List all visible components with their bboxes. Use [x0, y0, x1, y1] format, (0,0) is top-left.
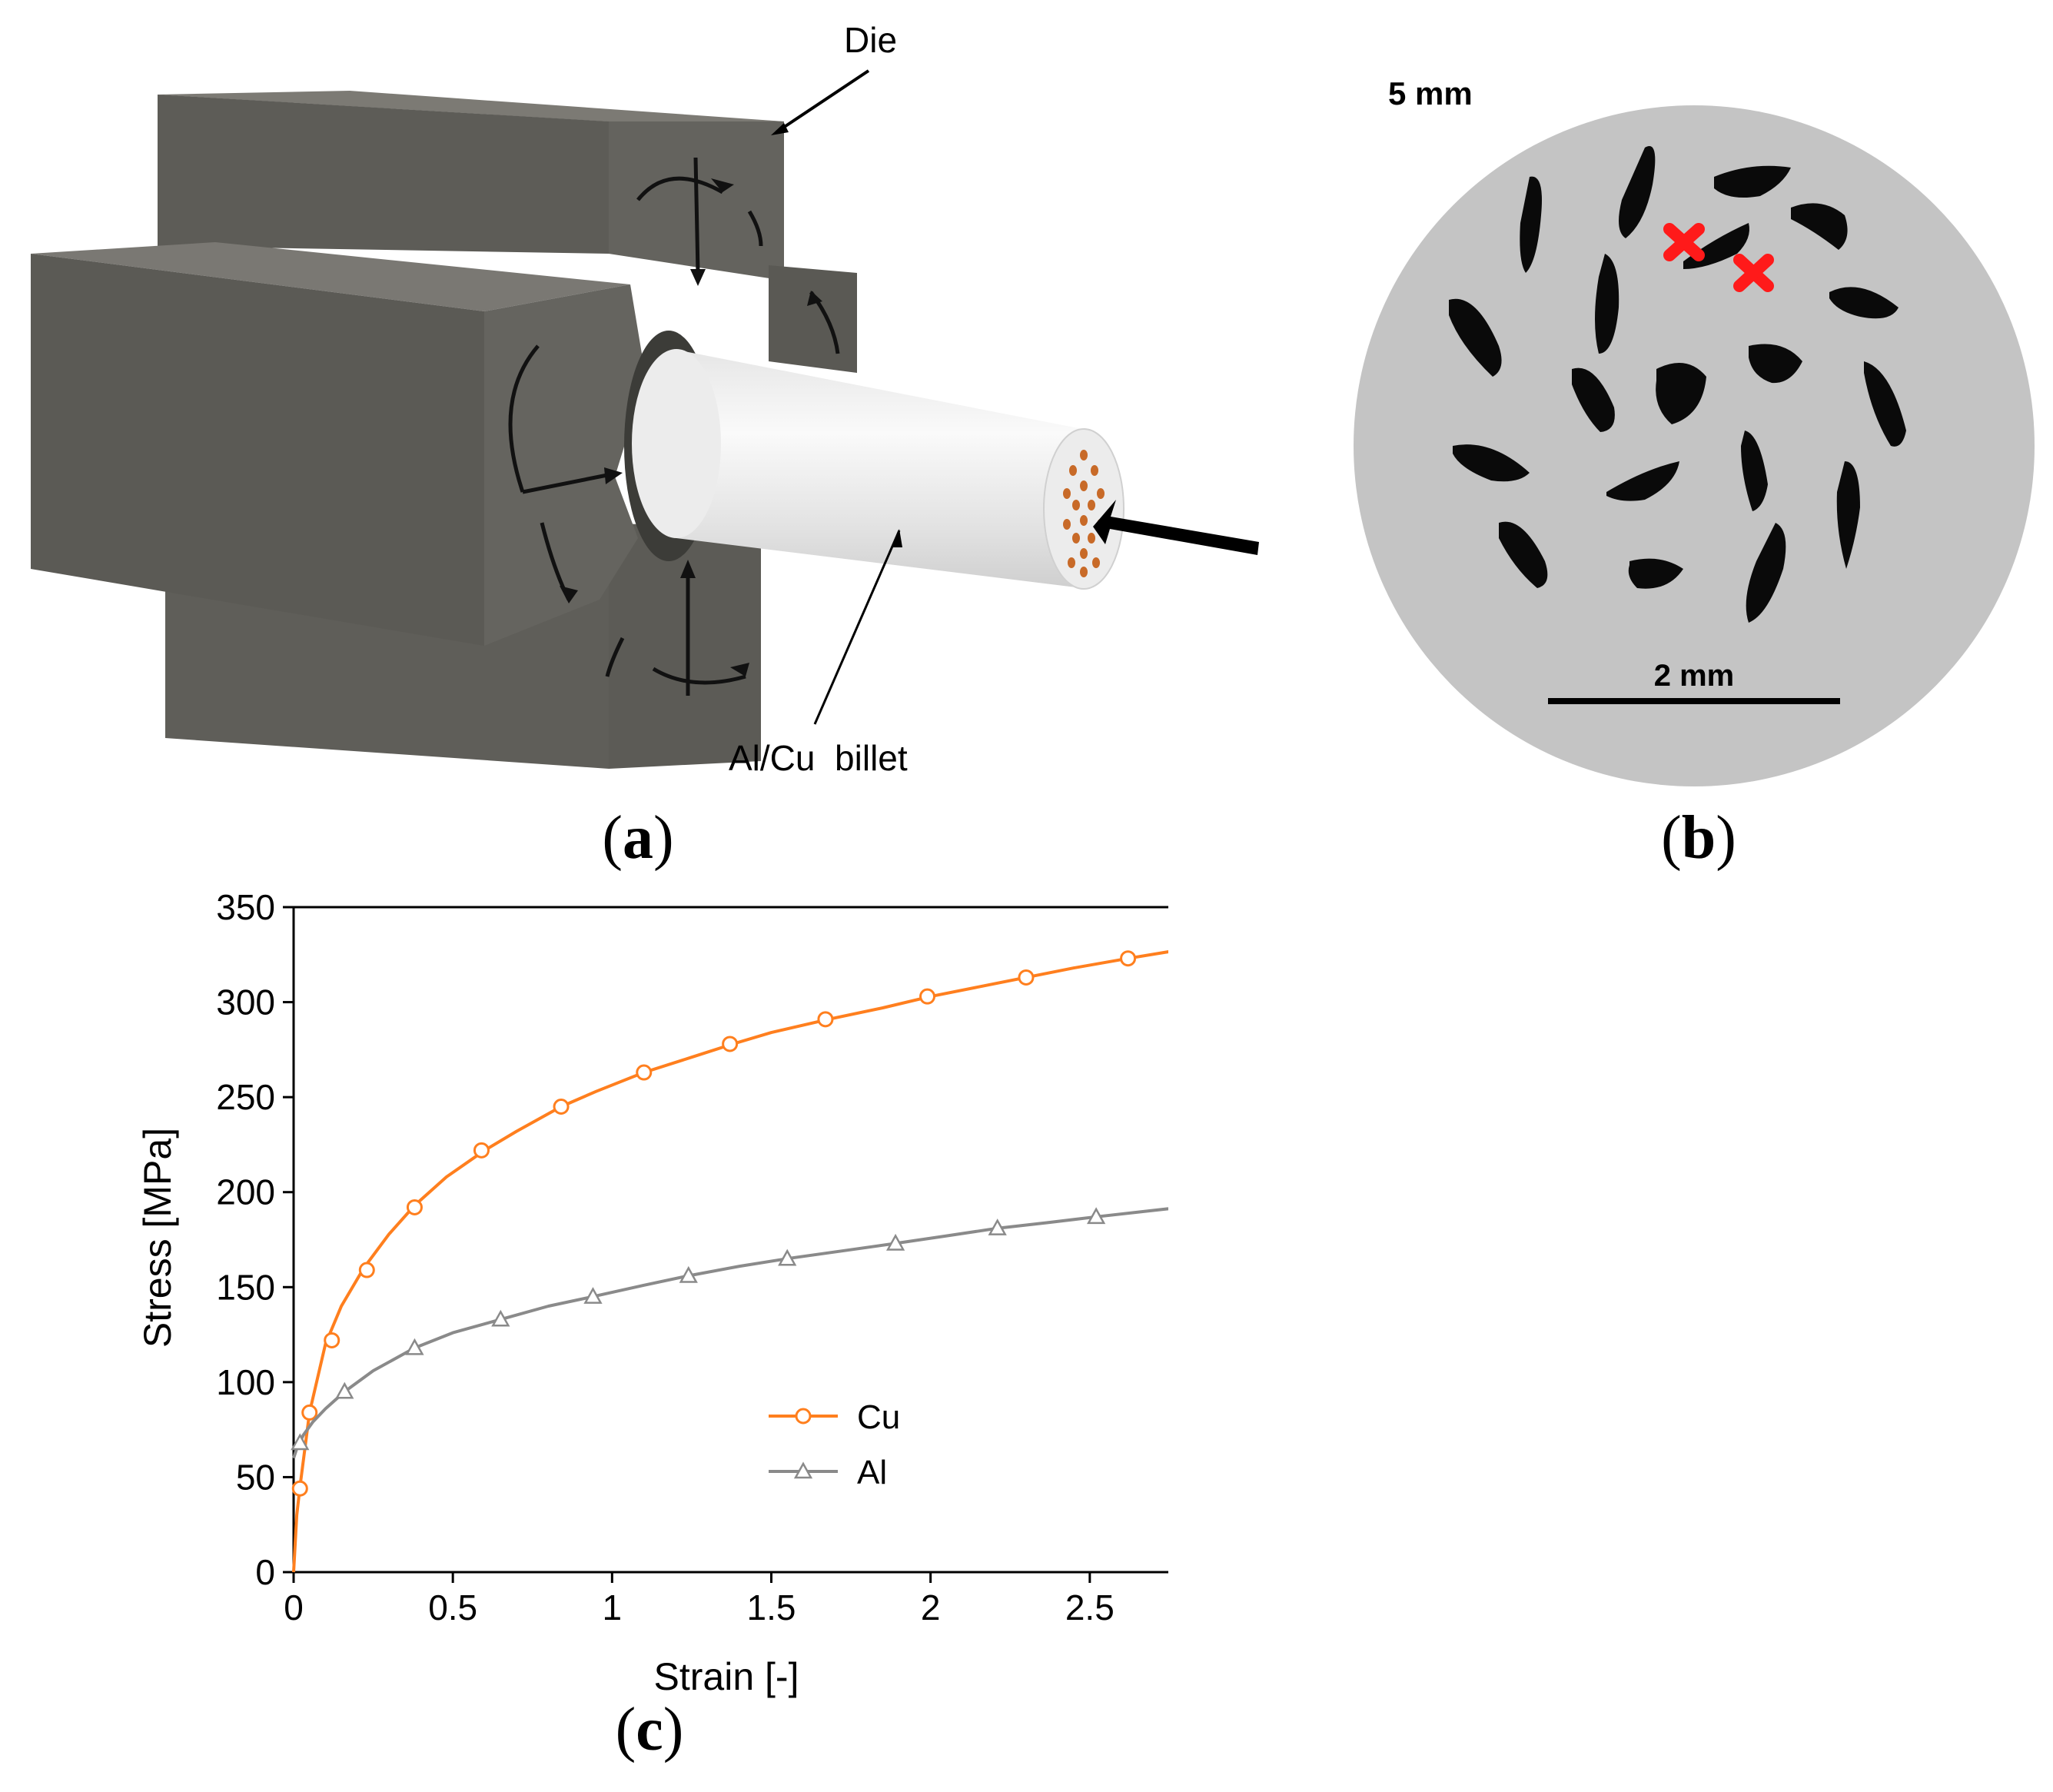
copper-rod-dot	[1080, 548, 1088, 559]
billet-leader-arrowhead	[892, 529, 902, 547]
cu-data-point	[358, 1262, 375, 1278]
caption-b: (b)	[1661, 804, 1736, 872]
micrograph-cross-section: 5 mm 2 mm	[1354, 75, 2035, 786]
cu-data-point	[301, 1404, 318, 1421]
y-tick-label: 50	[236, 1457, 275, 1497]
top-scale-label: 5 mm	[1388, 75, 1473, 111]
billet-label: Al/Cu billet	[729, 738, 908, 778]
caption-a: (a)	[602, 804, 674, 872]
cu-data-point	[1018, 969, 1035, 986]
copper-rod-dot	[1063, 519, 1071, 530]
die-label: Die	[844, 20, 897, 60]
copper-rod-dot	[1069, 465, 1077, 476]
al-data-point	[583, 1287, 603, 1304]
cu-data-point	[473, 1142, 490, 1159]
copper-rod-dot	[1088, 533, 1095, 544]
x-axis-ticks: 00.511.522.53	[284, 1572, 1115, 1627]
al-data-point	[679, 1265, 698, 1283]
x-tick-label: 1.5	[747, 1588, 796, 1627]
cu-data-point	[722, 1036, 739, 1052]
cu-legend-label: Cu	[857, 1398, 900, 1436]
left-die-end-face	[484, 284, 646, 646]
plot-frame	[292, 906, 1168, 1574]
lower-die-end-face	[609, 523, 761, 769]
cu-data-point	[406, 1199, 423, 1215]
x-tick-label: 2	[921, 1588, 941, 1627]
red-x-markers	[1663, 223, 1774, 292]
al-data-point	[988, 1218, 1007, 1235]
billet-label-leader	[813, 530, 901, 725]
copper-rod-dot	[1088, 500, 1095, 510]
x-tick-label: 1	[603, 1588, 623, 1627]
al-legend-label: Al	[857, 1454, 887, 1491]
al-data-point	[335, 1381, 354, 1399]
cu-data-point	[324, 1332, 341, 1348]
pressing-arrow	[1093, 500, 1259, 555]
al-data-point	[291, 1433, 310, 1451]
y-tick-label: 300	[216, 982, 275, 1022]
y-axis-label: Stress [MPa]	[136, 1128, 179, 1348]
cu-data-point	[291, 1480, 308, 1497]
al-data-point	[491, 1309, 510, 1327]
billet-body	[676, 350, 1082, 588]
die-arrowheads	[560, 178, 822, 677]
cu-legend-marker	[795, 1408, 812, 1425]
al-data-point	[885, 1233, 905, 1251]
copper-rod-dot	[1063, 488, 1071, 499]
copper-rod-dot	[1068, 557, 1075, 568]
copper-rod-dot	[1072, 533, 1080, 544]
copper-rod-dot	[1080, 515, 1088, 526]
al-data-point	[778, 1248, 797, 1266]
x-tick-label: 0	[284, 1588, 304, 1627]
al-data-point	[405, 1338, 424, 1355]
y-tick-label: 250	[216, 1077, 275, 1117]
copper-rod-dot	[1097, 488, 1105, 499]
y-tick-label: 100	[216, 1362, 275, 1402]
cu-data-point	[919, 988, 936, 1005]
y-axis-ticks: 0 50 100 150 200 250 300 350	[216, 887, 294, 1592]
copper-rod-dot	[1080, 567, 1088, 577]
chart-series	[291, 950, 1168, 1573]
right-die-block	[769, 265, 857, 373]
x-axis-label: Strain [-]	[654, 1655, 799, 1698]
scale-bar-label: 2 mm	[1654, 659, 1735, 693]
die-label-leader	[775, 69, 870, 134]
copper-rod-dot	[1080, 450, 1088, 460]
copper-rod-dot	[1091, 465, 1098, 476]
y-tick-label: 150	[216, 1267, 275, 1307]
cu-data-point	[817, 1011, 834, 1028]
caption-c: (c)	[615, 1696, 684, 1764]
cu-series-line	[292, 950, 1168, 1573]
y-tick-label: 200	[216, 1172, 275, 1212]
die-straight-arrowheads	[604, 269, 706, 578]
cu-data-point	[636, 1064, 653, 1081]
y-tick-label: 350	[216, 887, 275, 927]
x-tick-label: 0.5	[428, 1588, 477, 1627]
al-series-line	[292, 1207, 1168, 1459]
copper-rod-dot	[1080, 480, 1088, 491]
cu-data-point	[1120, 950, 1137, 967]
ecap-die-illustration: Die Al/Cu billet	[31, 20, 1259, 778]
x-tick-label: 2.5	[1065, 1588, 1115, 1627]
cu-data-point	[553, 1099, 570, 1115]
die-straight-arrows	[522, 157, 700, 696]
al-data-point	[1086, 1207, 1106, 1225]
copper-rod-dot	[1092, 557, 1100, 568]
left-die-front-face	[31, 254, 484, 646]
al-legend-marker	[793, 1461, 813, 1479]
upper-die-top-face-2	[158, 91, 784, 121]
y-tick-label: 0	[255, 1552, 275, 1592]
left-die-top-face	[31, 242, 630, 311]
die-leader-arrowhead	[771, 123, 789, 135]
copper-rod-dot	[1072, 500, 1080, 510]
billet-cross-section	[1043, 428, 1124, 590]
upper-die-front-face	[158, 95, 609, 254]
billet-cross-section-disc	[1354, 105, 2035, 786]
billet-left-end	[632, 349, 721, 538]
